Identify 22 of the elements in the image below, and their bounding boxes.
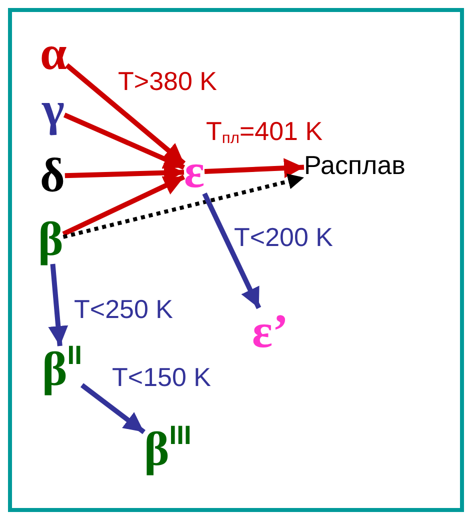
phase-symbol: α	[40, 30, 67, 78]
edge-label: T<150 K	[112, 364, 212, 390]
dotted-arrow	[62, 174, 304, 239]
phase-symbol: ε	[184, 148, 205, 196]
phase-symbol: ε’	[252, 308, 288, 356]
edge-label: T>380 K	[118, 68, 218, 94]
arrow	[62, 174, 186, 236]
arrow	[202, 192, 262, 310]
arrow	[63, 112, 185, 170]
arrow	[80, 383, 146, 434]
state-label: Расплав	[304, 152, 406, 178]
edge-label: T<250 K	[74, 296, 174, 322]
arrow	[65, 63, 186, 166]
phase-symbol: γ	[42, 86, 64, 134]
phase-symbol: β$^{III}$	[144, 426, 192, 474]
arrow	[204, 158, 304, 178]
arrow	[48, 264, 68, 346]
phase-symbol: δ	[40, 152, 65, 200]
phase-symbol: β$^{II}$	[42, 346, 82, 394]
edge-label: T$_{пл}$=401 K	[206, 118, 323, 144]
edge-label: T<200 K	[234, 224, 334, 250]
phase-symbol: β	[38, 216, 64, 264]
